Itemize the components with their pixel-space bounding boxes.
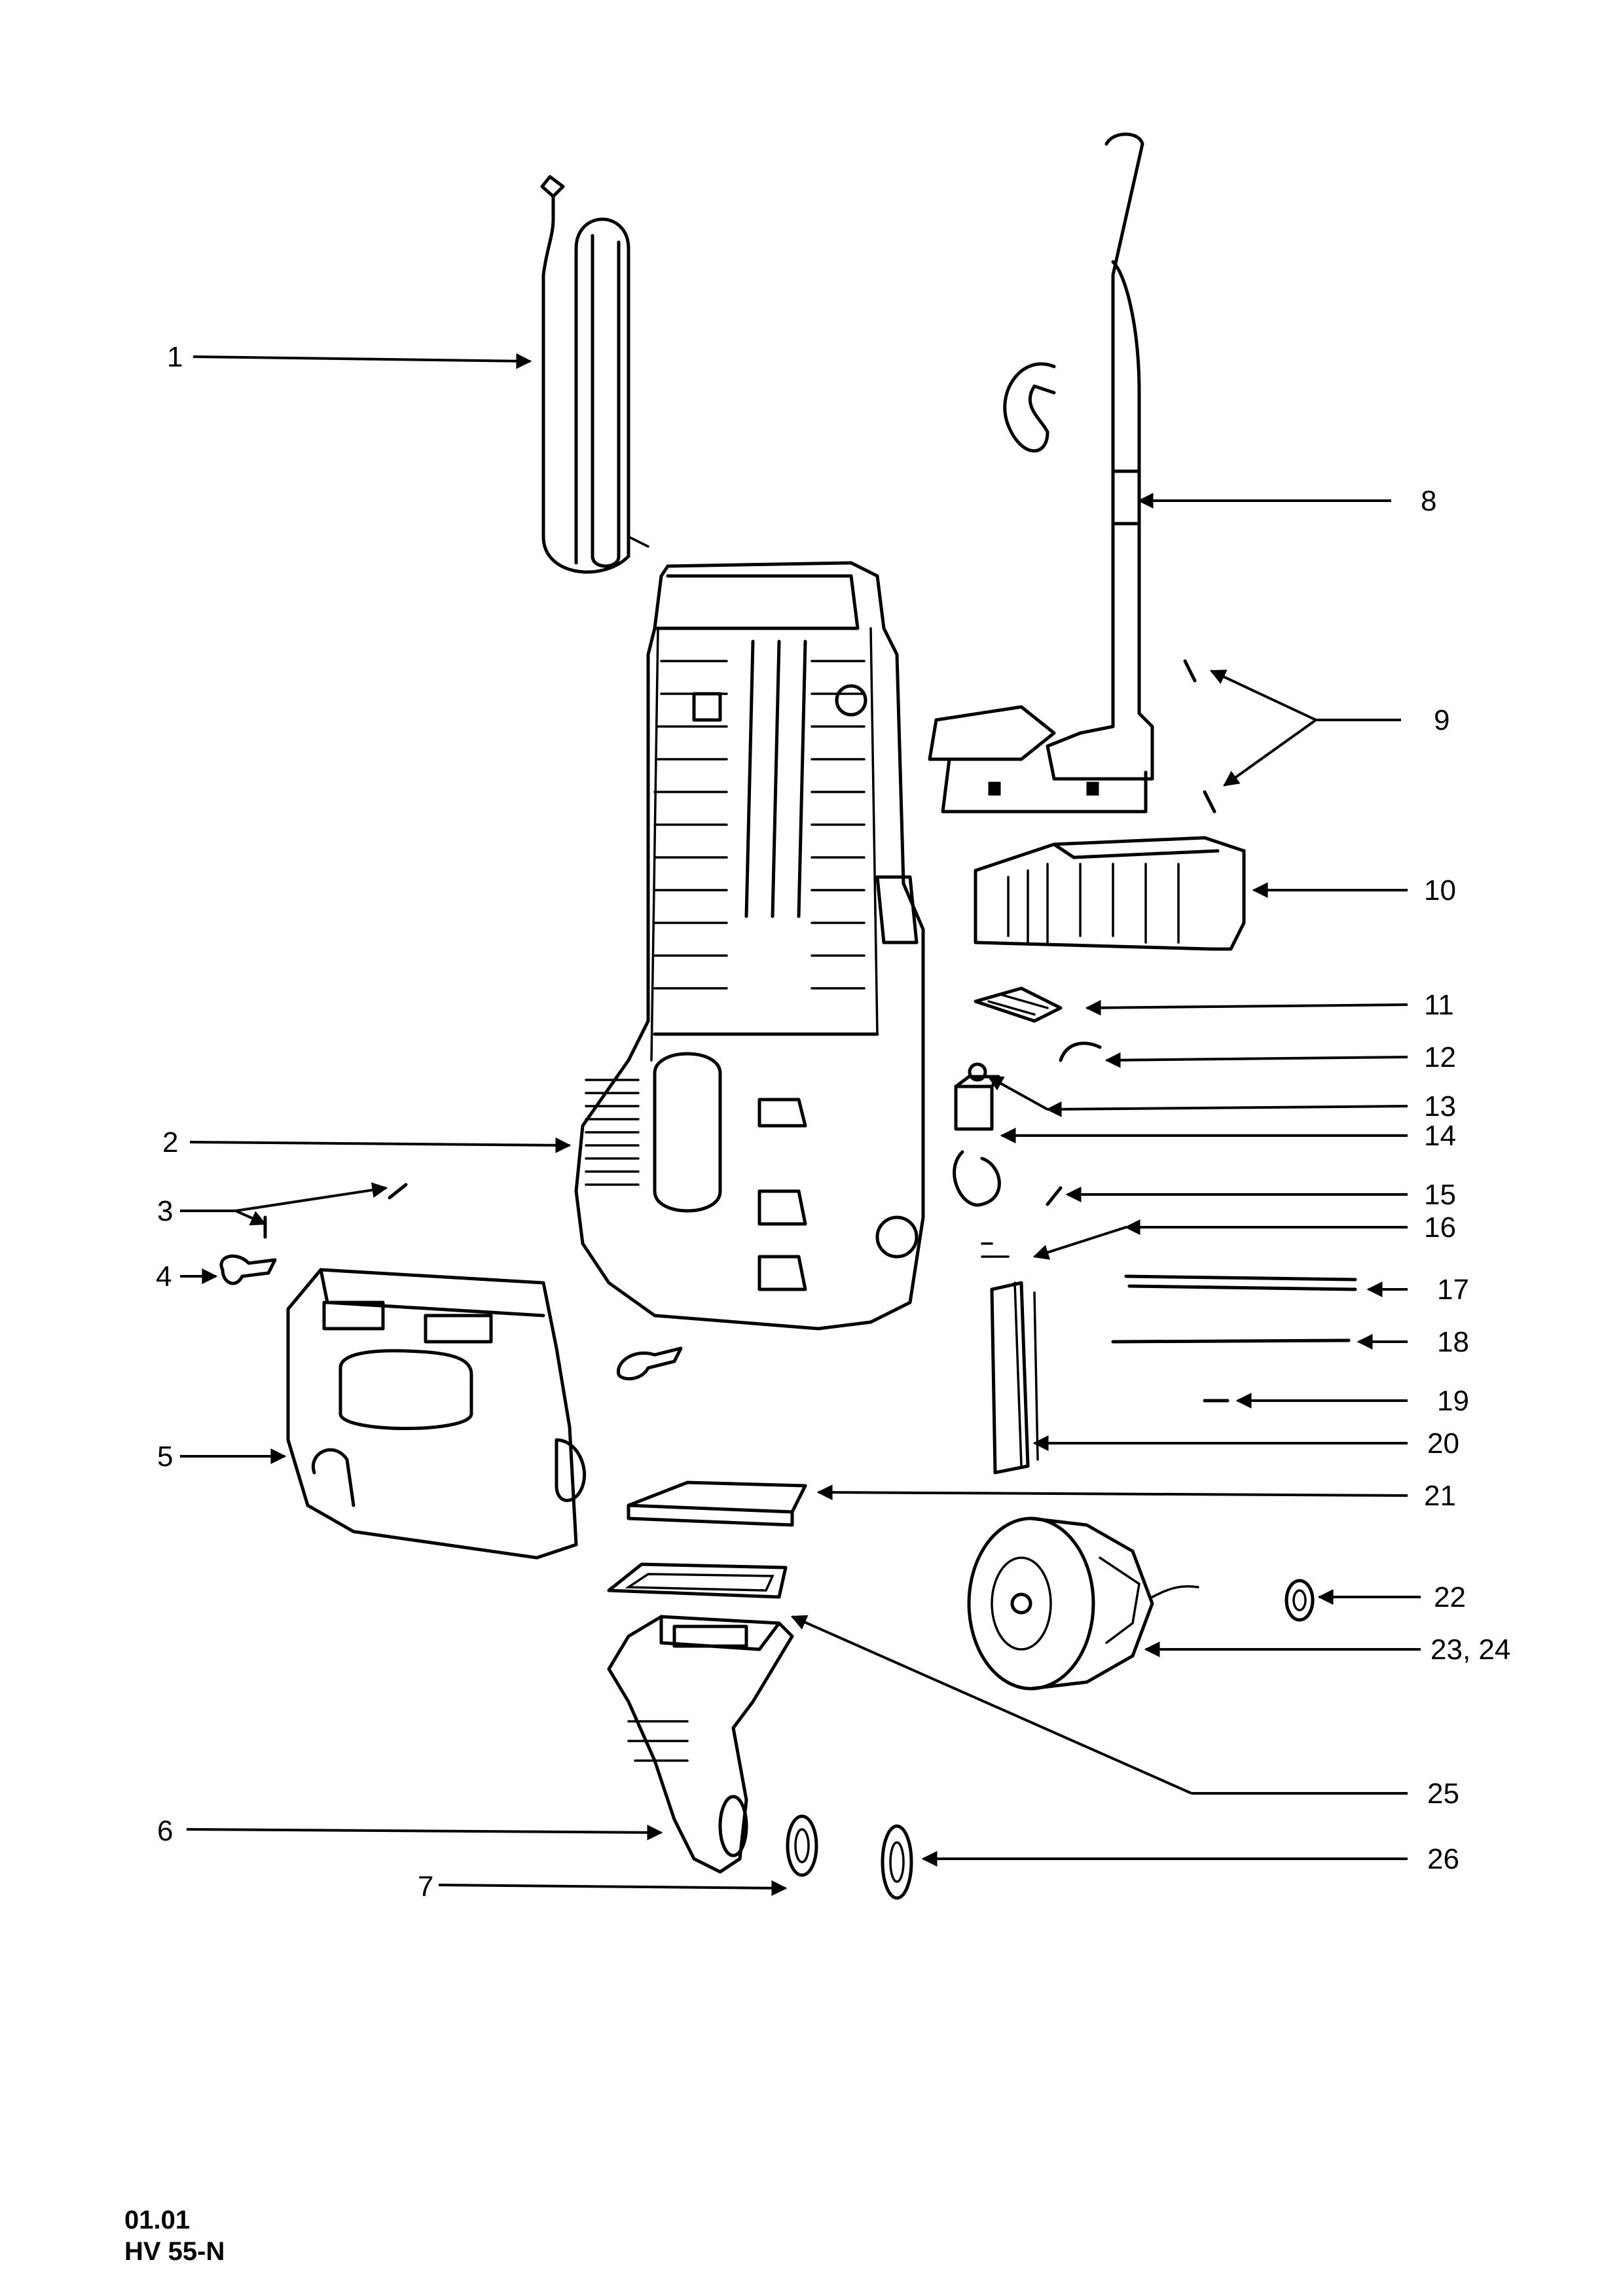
- callout-6: 6: [157, 1815, 173, 1847]
- footer-model: HV 55-N: [124, 2237, 225, 2266]
- bearing-part: [1285, 1579, 1315, 1622]
- screws-part: [263, 1183, 408, 1239]
- callout-17: 17: [1437, 1274, 1469, 1306]
- latch-part: [219, 1254, 683, 1381]
- channel-part: [990, 1281, 1039, 1475]
- callout-5: 5: [157, 1441, 173, 1473]
- callout-3: 3: [157, 1195, 173, 1227]
- callout-26: 26: [1427, 1843, 1459, 1875]
- callout-25: 25: [1427, 1778, 1459, 1810]
- callout-20: 20: [1427, 1427, 1459, 1460]
- callout-23-24: 23, 24: [1431, 1634, 1510, 1666]
- rod-long-part: [1111, 1338, 1351, 1344]
- callout-22: 22: [1434, 1581, 1466, 1613]
- switch-part: [953, 1075, 1001, 1207]
- callout-8: 8: [1421, 485, 1436, 517]
- callout-1: 1: [167, 341, 183, 373]
- callout-10: 10: [1424, 874, 1456, 906]
- callout-11: 11: [1424, 989, 1454, 1021]
- callout-16: 16: [1424, 1211, 1456, 1244]
- filter-frame-part: [607, 1562, 788, 1599]
- handle-screws-part: [1183, 659, 1216, 814]
- filter-part: [627, 1480, 807, 1527]
- support-bracket-part: [974, 836, 1246, 951]
- power-cord-part: [540, 175, 649, 574]
- nut-part: [968, 1062, 987, 1082]
- callout-13: 13: [1424, 1090, 1456, 1122]
- callout-14: 14: [1424, 1120, 1456, 1152]
- callout-labels: 1 2 3 4 5 6 7 8 9 10 11 12 13 14 15 16 1…: [156, 341, 1510, 1903]
- rod-part: [1124, 1274, 1357, 1291]
- callout-18: 18: [1437, 1326, 1469, 1358]
- callout-19: 19: [1437, 1385, 1469, 1417]
- nozzle-part: [607, 1615, 794, 1874]
- callout-12: 12: [1424, 1041, 1456, 1073]
- callout-4: 4: [156, 1261, 172, 1293]
- handle-part: [928, 132, 1154, 814]
- housing-grille: [585, 1079, 640, 1186]
- plate-part: [974, 986, 1063, 1023]
- front-cover-part: [286, 1268, 587, 1560]
- spring-part: [1059, 1041, 1102, 1062]
- callout-15: 15: [1424, 1179, 1456, 1211]
- callout-21: 21: [1424, 1480, 1456, 1512]
- small-labels-part: [981, 1242, 1010, 1258]
- callout-2: 2: [162, 1126, 178, 1158]
- main-housing-part: [574, 561, 925, 1331]
- footer-date: 01.01: [124, 2206, 191, 2234]
- leader-lines: [180, 353, 1421, 1896]
- screw-part: [1046, 1186, 1063, 1206]
- rear-wheel-part: [881, 1824, 913, 1900]
- housing-ribs: [653, 639, 866, 990]
- motor-part: [967, 1516, 1199, 1691]
- callout-9: 9: [1434, 704, 1450, 736]
- callout-7: 7: [418, 1871, 433, 1903]
- wheel-part: [786, 1814, 818, 1877]
